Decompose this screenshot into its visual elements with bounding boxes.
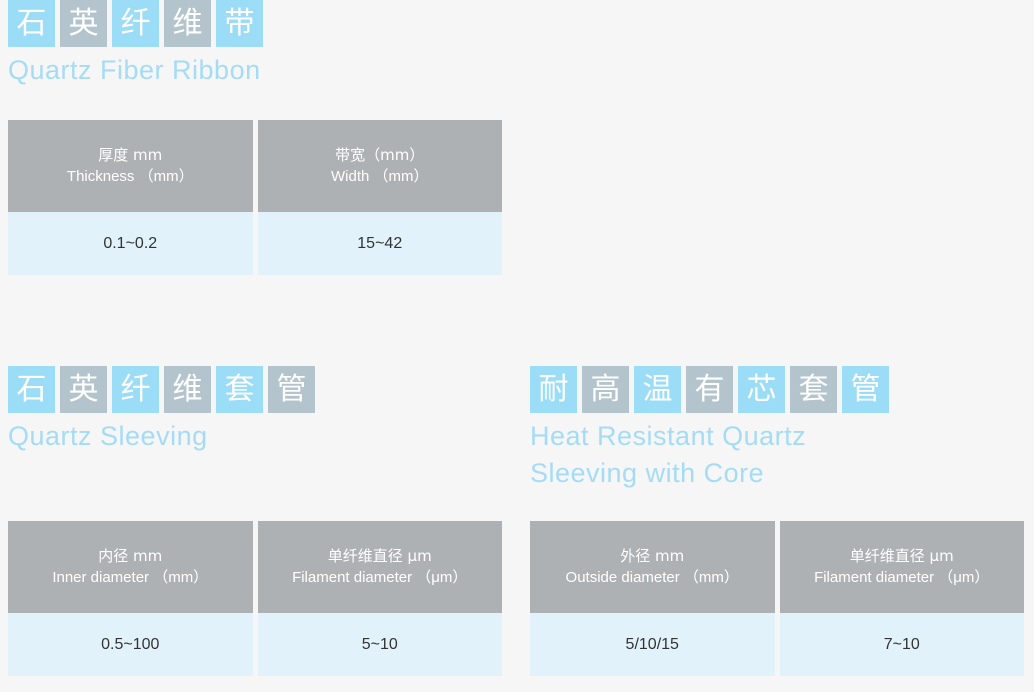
title-tile-char: 耐 [530,366,577,413]
title-tile-char: 有 [686,366,733,413]
column-header: 单纤维直径 μm Filament diameter （μm） [257,521,502,613]
title-tile-char: 管 [268,366,315,413]
title-tile-char: 维 [164,366,211,413]
title-tile-char: 芯 [738,366,785,413]
spec-table-core: 外径 mm Outside diameter （mm） 5/10/15 单纤维直… [530,521,1024,676]
column-value: 0.5~100 [8,613,253,676]
column-header-en: Filament diameter （μm） [814,569,990,586]
table-column: 单纤维直径 μm Filament diameter （μm） 5~10 [257,521,502,676]
title-tile-char: 带 [216,0,263,47]
title-tile-char: 英 [60,366,107,413]
column-header: 带宽（mm） Width （mm） [257,120,502,212]
column-header-en: Inner diameter （mm） [52,569,209,586]
column-header-cn: 厚度 mm [98,146,163,164]
column-value: 0.1~0.2 [8,212,253,275]
spec-table-sleeving: 内径 mm Inner diameter （mm） 0.5~100 单纤维直径 … [8,521,502,676]
title-tile-char: 纤 [112,0,159,47]
table-column: 外径 mm Outside diameter （mm） 5/10/15 [530,521,775,676]
section-subtitle-sleeving: Quartz Sleeving [8,421,208,451]
column-header-cn: 单纤维直径 μm [327,547,432,565]
table-column: 单纤维直径 μm Filament diameter （μm） 7~10 [779,521,1024,676]
title-tile-char: 英 [60,0,107,47]
section-quartz-fiber-ribbon: 石 英 纤 维 带 Quartz Fiber Ribbon [0,0,1034,89]
column-header-en: Thickness （mm） [66,168,194,185]
column-value: 5~10 [257,613,502,676]
title-tile-char: 套 [216,366,263,413]
column-header-en: Filament diameter （μm） [292,569,468,586]
column-header-en: Outside diameter （mm） [565,569,739,586]
title-tile-char: 纤 [112,366,159,413]
title-tile-char: 管 [842,366,889,413]
column-header-cn: 内径 mm [98,547,163,565]
section-quartz-sleeving: 石 英 纤 维 套 管 Quartz Sleeving [0,366,510,455]
title-tile-char: 温 [634,366,681,413]
column-value: 7~10 [779,613,1024,676]
title-tiles-sleeving: 石 英 纤 维 套 管 [0,366,510,413]
title-tile-char: 套 [790,366,837,413]
column-header-cn: 单纤维直径 μm [849,547,954,565]
column-header: 单纤维直径 μm Filament diameter （μm） [779,521,1024,613]
column-header: 外径 mm Outside diameter （mm） [530,521,775,613]
section-subtitle-ribbon: Quartz Fiber Ribbon [8,55,261,85]
title-tiles-core: 耐 高 温 有 芯 套 管 [522,366,1034,413]
title-tile-char: 维 [164,0,211,47]
section-heat-resistant-quartz-sleeving-with-core: 耐 高 温 有 芯 套 管 Heat Resistant Quartz Slee… [522,366,1034,492]
column-header-cn: 带宽（mm） [335,146,425,164]
title-tile-char: 石 [8,366,55,413]
column-header: 内径 mm Inner diameter （mm） [8,521,253,613]
column-header-cn: 外径 mm [620,547,685,565]
column-value: 5/10/15 [530,613,775,676]
column-header-en: Width （mm） [330,168,429,185]
table-column: 厚度 mm Thickness （mm） 0.1~0.2 [8,120,253,275]
title-tile-char: 高 [582,366,629,413]
column-header: 厚度 mm Thickness （mm） [8,120,253,212]
column-value: 15~42 [257,212,502,275]
table-column: 带宽（mm） Width （mm） 15~42 [257,120,502,275]
spec-table-ribbon: 厚度 mm Thickness （mm） 0.1~0.2 带宽（mm） Widt… [8,120,502,275]
title-tile-char: 石 [8,0,55,47]
title-tiles-ribbon: 石 英 纤 维 带 [0,0,1034,47]
table-column: 内径 mm Inner diameter （mm） 0.5~100 [8,521,253,676]
section-subtitle-core: Heat Resistant Quartz Sleeving with Core [530,421,807,488]
